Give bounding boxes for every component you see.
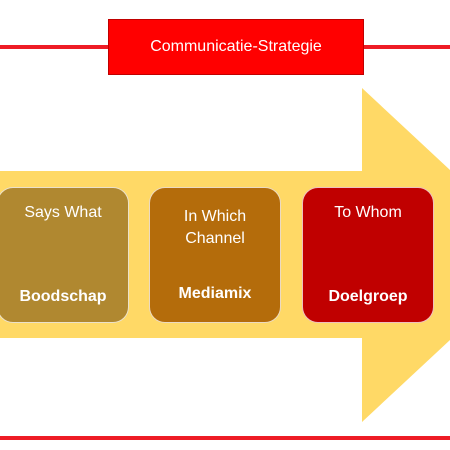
card-question: In Which Channel <box>183 208 247 247</box>
title-text: Communicatie-Strategie <box>150 38 322 55</box>
card-answer: Boodschap <box>19 288 107 305</box>
card-question: Says What <box>24 204 102 221</box>
card-question: To Whom <box>334 204 402 221</box>
card-answer: Doelgroep <box>328 288 408 305</box>
bottom-rule <box>0 436 450 440</box>
card-says-what: Says What Boodschap <box>0 187 129 323</box>
title-box: Communicatie-Strategie <box>108 19 364 75</box>
card-in-which-channel: In Which Channel Mediamix <box>149 187 281 323</box>
card-answer: Mediamix <box>178 285 252 302</box>
card-to-whom: To Whom Doelgroep <box>302 187 434 323</box>
